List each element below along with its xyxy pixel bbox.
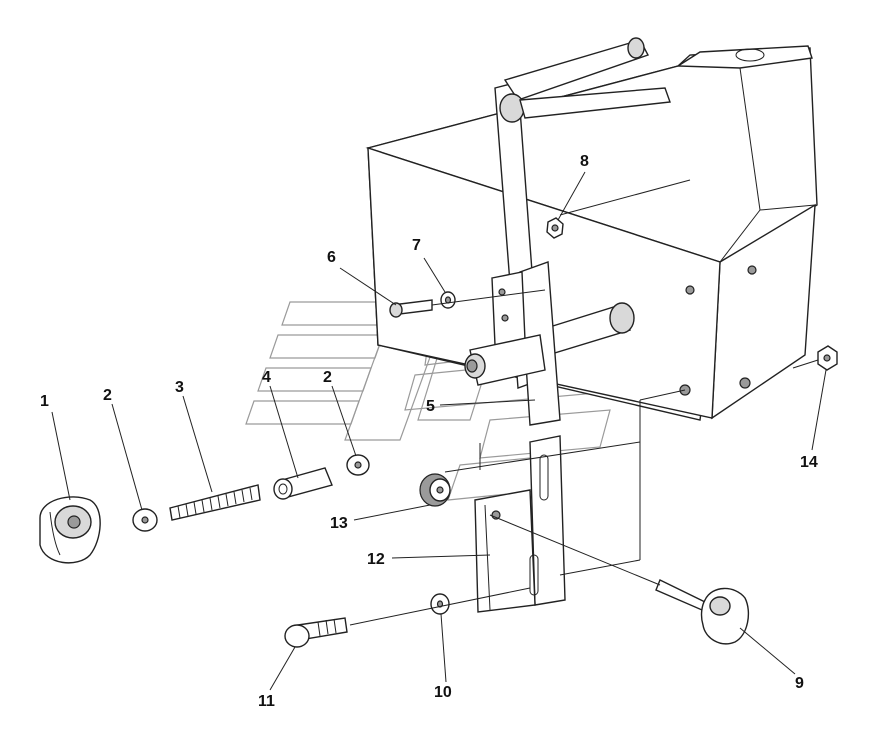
housing — [365, 45, 818, 421]
callout-2-left: 2 — [103, 387, 112, 404]
part-11-bolt — [284, 617, 348, 648]
callout-7: 7 — [412, 237, 421, 254]
part-14-nut — [817, 345, 838, 371]
part-1-knob — [39, 496, 101, 564]
part-10-washer — [430, 593, 450, 615]
callout-9: 9 — [795, 675, 804, 692]
callout-5: 5 — [426, 398, 435, 415]
callout-leaders — [51, 171, 827, 691]
part-7-washer — [440, 291, 456, 309]
lever-arm — [464, 37, 671, 426]
part-12-bracket — [474, 435, 566, 613]
callout-2-right: 2 — [323, 369, 332, 386]
callout-11: 11 — [258, 693, 275, 710]
callout-13: 13 — [330, 515, 348, 532]
part-4-sleeve — [273, 467, 333, 500]
part-3-threaded-stud — [169, 484, 261, 521]
part-8-nut — [546, 217, 564, 239]
callout-6: 6 — [327, 249, 336, 266]
callout-4: 4 — [262, 369, 271, 386]
part-6-screw — [389, 299, 433, 318]
callout-8: 8 — [580, 153, 589, 170]
callout-labels: 1 2 3 4 2 5 6 7 8 9 10 11 12 13 14 — [40, 153, 818, 710]
callout-1: 1 — [40, 393, 49, 410]
part-2-washer-right — [346, 454, 370, 476]
part-9-star-knob — [655, 579, 750, 645]
callout-12: 12 — [367, 551, 385, 568]
part-13-roller — [419, 473, 451, 507]
callout-3: 3 — [175, 379, 184, 396]
callout-14: 14 — [800, 454, 818, 471]
cross-shaft — [539, 302, 635, 356]
part-2-washer-left — [132, 508, 158, 532]
callout-10: 10 — [434, 684, 452, 701]
assembly-lines — [349, 179, 819, 626]
